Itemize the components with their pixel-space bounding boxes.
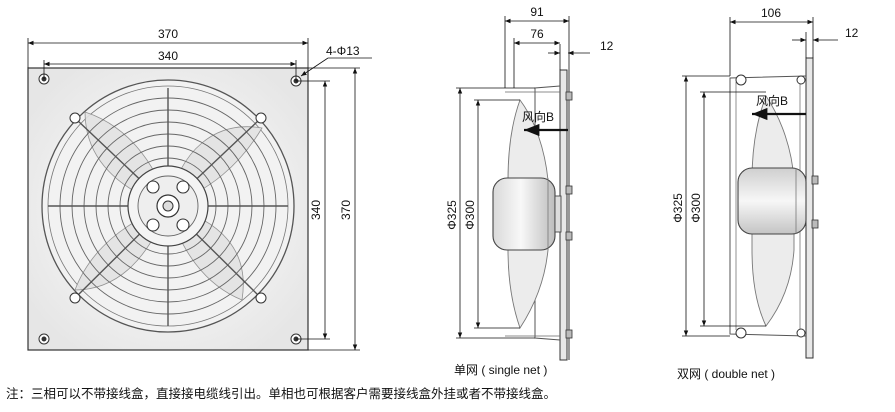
dim-hole-spacing-height: 340 bbox=[309, 200, 323, 220]
footnote: 注：三相可以不带接线盒，直接接电缆线引出。单相也可根据客户需要接线盒外挂或者不带… bbox=[6, 386, 556, 401]
dim-blade-diameter-double: Φ300 bbox=[689, 193, 703, 223]
side-plate-double bbox=[805, 57, 814, 359]
dim-depth-total: 91 bbox=[530, 5, 544, 19]
dim-outer-width: 370 bbox=[158, 27, 178, 41]
dim-holes-label: 4-Φ13 bbox=[326, 44, 360, 58]
single-net-view: 风向B 91 76 12 Φ325 Φ300 单网 ( single net ) bbox=[445, 5, 614, 377]
dim-blade-diameter: Φ300 bbox=[463, 200, 477, 230]
double-net-view: 风向B 106 12 Φ325 Φ300 双网 ( double net ) bbox=[671, 6, 859, 381]
dim-flange: 12 bbox=[600, 39, 614, 53]
dim-net-diameter: Φ325 bbox=[445, 200, 459, 230]
dim-net-diameter-double: Φ325 bbox=[671, 193, 685, 223]
dim-depth-total-double: 106 bbox=[761, 6, 781, 20]
dim-hole-spacing-width: 340 bbox=[158, 49, 178, 63]
dim-depth-guard: 76 bbox=[530, 27, 544, 41]
airflow-label-double: 风向B bbox=[756, 93, 788, 108]
front-view: 370 340 4-Φ13 340 370 bbox=[27, 27, 372, 351]
caption-single-net: 单网 ( single net ) bbox=[454, 363, 547, 377]
motor-body-double bbox=[737, 167, 807, 235]
dim-flange-double: 12 bbox=[845, 26, 859, 40]
dim-outer-height: 370 bbox=[339, 200, 353, 220]
airflow-label: 风向B bbox=[522, 109, 554, 124]
motor-body bbox=[492, 177, 556, 251]
caption-double-net: 双网 ( double net ) bbox=[677, 367, 775, 381]
